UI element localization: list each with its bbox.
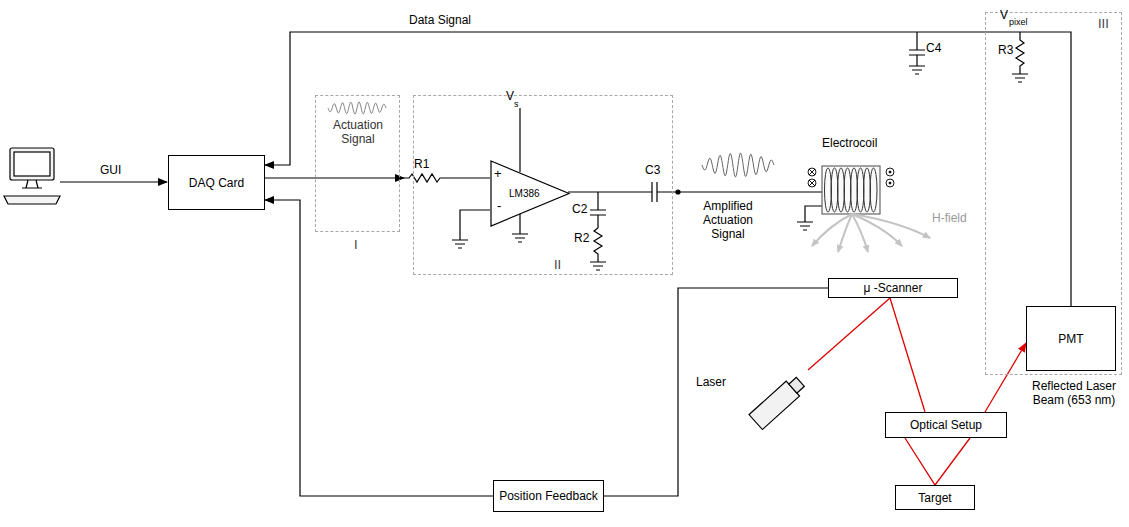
region-label: Actuation Signal [324,118,392,146]
resistor-symbol [590,228,606,270]
laser-beam [808,298,890,370]
process-box: DAQ Card [168,155,265,210]
gui-wire [60,181,167,182]
signal-label: - [497,199,501,214]
signal-label: C2 [572,203,587,217]
actuation-wire [265,177,404,178]
coil-winding [844,168,851,212]
process-box: PMT [1026,306,1116,371]
node-text: LM386 [509,188,540,199]
laser-device [749,374,807,429]
coil-winding [870,168,877,212]
signal-label: R3 [998,44,1013,58]
amplified-wave [702,153,774,177]
signal-label: GUI [100,164,121,178]
output-wire [568,191,822,192]
signal-label: R1 [414,158,429,172]
signal-label: C3 [645,164,660,178]
dashed-region: Actuation SignalI [315,95,400,232]
signal-label: Laser [696,376,726,390]
coil-winding [831,168,838,212]
capacitor-symbol [909,32,925,74]
coil-winding [838,168,845,212]
signal-label: V [1000,9,1008,23]
node-text: μ -Scanner [864,281,923,295]
node-text: PMT [1058,332,1083,346]
computer-icon [4,148,60,204]
actuation-wave [328,102,386,114]
signal-label: C4 [926,42,941,56]
process-box: Target [895,485,975,510]
opamp-triangle: LM386 [491,161,569,226]
supply-wire [519,108,520,172]
signal-label: Electrocoil [822,137,877,151]
signal-label: pixel [1009,17,1028,27]
capacitor-symbol [652,182,657,202]
signal-label: H-field [932,212,967,226]
region-label: III [1098,16,1109,31]
process-box: Position Feedback [493,480,604,512]
process-box: μ -Scanner [828,278,958,298]
resistor-symbol [1012,32,1028,82]
signal-label: Reflected Laser Beam (653 nm) [1028,380,1120,408]
capacitor-symbol [590,192,606,228]
signal-label: s [514,99,519,109]
node-text: DAQ Card [189,176,244,190]
junction-dot [676,190,680,194]
signal-wire [265,200,493,496]
coil-winding [825,168,832,212]
signal-label: V [506,90,514,104]
resistor-symbol [404,174,490,182]
region-label: I [354,237,358,252]
coil-winding [851,168,858,212]
coil-winding [864,168,871,212]
node-text: Optical Setup [910,418,982,432]
signal-label: + [494,167,502,182]
signal-label: R2 [574,232,589,246]
laser-beam [890,298,925,412]
electrocoil-symbol [797,166,930,252]
dashed-region: II LM386 [413,95,673,275]
process-box: Optical Setup [885,412,1007,438]
signal-wire [604,288,828,496]
region-label: II [554,257,561,272]
signal-wire [265,32,1071,306]
laser-beam [985,343,1026,412]
signal-label: Amplified Actuation Signal [688,200,768,241]
node-text: Position Feedback [499,489,598,503]
laser-beam [905,438,970,485]
inverting-input-wire [452,210,490,248]
node-text: Target [918,491,951,505]
coil-winding [857,168,864,212]
edge-label: Data Signal [407,14,473,28]
dashed-region: III PMT [985,12,1122,375]
